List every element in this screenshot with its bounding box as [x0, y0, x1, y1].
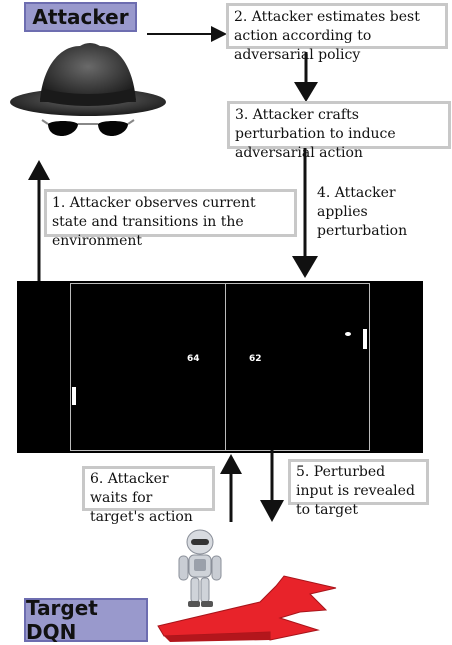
game-screen: 64 62 — [17, 281, 423, 453]
robot-icon — [178, 529, 222, 607]
target-label: Target DQN — [24, 596, 148, 644]
left-paddle — [72, 387, 76, 405]
right-paddle — [363, 329, 367, 349]
step-4-box: 4. Attacker applies perturbation — [311, 182, 452, 239]
step-4-text: 4. Attacker applies perturbation — [317, 185, 408, 239]
step-1-text: 1. Attacker observes current state and t… — [52, 195, 256, 249]
step-5-text: 5. Perturbed input is revealed to target — [296, 464, 415, 518]
arrow-to-game — [292, 148, 318, 278]
step-1-box: 1. Attacker observes current state and t… — [44, 189, 297, 249]
spy-hat-icon — [10, 43, 166, 136]
ball — [345, 332, 351, 336]
step-3-text: 3. Attacker crafts perturbation to induc… — [235, 107, 396, 161]
step-2-box: 2. Attacker estimates best action accord… — [226, 3, 448, 63]
step-5-box: 5. Perturbed input is revealed to target — [288, 459, 429, 518]
game-court — [70, 283, 370, 451]
red-crossroads-arrow-icon — [157, 575, 337, 642]
game-center-line — [225, 283, 226, 451]
arrow-to-step3 — [294, 52, 318, 102]
arrow-to-attacker — [28, 160, 50, 282]
step-3-box: 3. Attacker crafts perturbation to induc… — [227, 101, 451, 161]
step-6-box: 6. Attacker waits for target's action — [82, 466, 215, 525]
arrow-to-step2 — [147, 26, 227, 42]
attacker-label-text: Attacker — [32, 5, 129, 29]
step-2-text: 2. Attacker estimates best action accord… — [234, 9, 420, 63]
attacker-label: Attacker — [24, 2, 137, 32]
step-6-text: 6. Attacker waits for target's action — [90, 471, 193, 525]
score-left: 64 — [187, 354, 200, 364]
score-right: 62 — [249, 354, 262, 364]
arrow-game-to-target — [260, 450, 284, 522]
target-label-text: Target DQN — [26, 596, 98, 644]
arrow-target-to-game — [220, 454, 242, 522]
